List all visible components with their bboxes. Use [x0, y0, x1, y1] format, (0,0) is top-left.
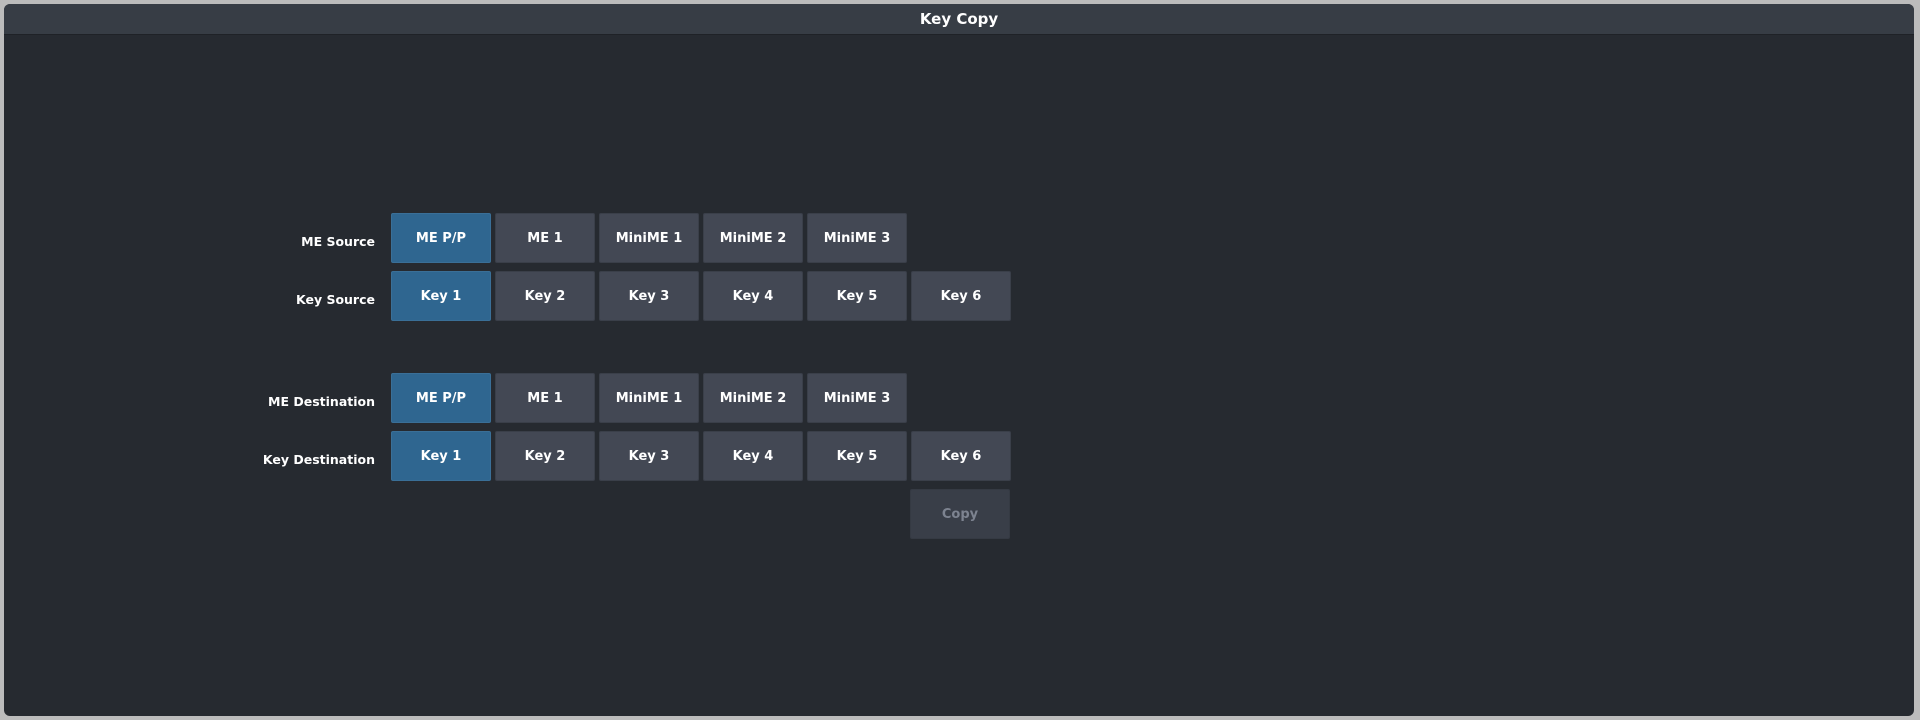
- key-source-button-key-2[interactable]: Key 2: [495, 271, 595, 321]
- key-source-button-key-5[interactable]: Key 5: [807, 271, 907, 321]
- key-source-button-key-3[interactable]: Key 3: [599, 271, 699, 321]
- me-source-label: ME Source: [301, 234, 375, 249]
- key-destination-button-key-6[interactable]: Key 6: [911, 431, 1011, 481]
- me-source-button-minime-2[interactable]: MiniME 2: [703, 213, 803, 263]
- me-destination-button-minime-2[interactable]: MiniME 2: [703, 373, 803, 423]
- me-source-button-minime-3[interactable]: MiniME 3: [807, 213, 907, 263]
- key-destination-label: Key Destination: [262, 452, 375, 467]
- key-source-label: Key Source: [296, 292, 375, 307]
- key-source-button-key-4[interactable]: Key 4: [703, 271, 803, 321]
- me-destination-button-me-pp[interactable]: ME P/P: [391, 373, 491, 423]
- key-source-button-key-1[interactable]: Key 1: [391, 271, 491, 321]
- me-destination-button-minime-3[interactable]: MiniME 3: [807, 373, 907, 423]
- key-destination-button-key-5[interactable]: Key 5: [807, 431, 907, 481]
- key-source-button-key-6[interactable]: Key 6: [911, 271, 1011, 321]
- key-copy-window: Key Copy ME Source ME P/P ME 1 MiniME 1 …: [4, 4, 1914, 716]
- key-destination-button-key-3[interactable]: Key 3: [599, 431, 699, 481]
- window-title: Key Copy: [4, 4, 1914, 35]
- me-source-button-me-1[interactable]: ME 1: [495, 213, 595, 263]
- key-destination-button-key-4[interactable]: Key 4: [703, 431, 803, 481]
- me-source-button-me-pp[interactable]: ME P/P: [391, 213, 491, 263]
- copy-button[interactable]: Copy: [910, 489, 1010, 539]
- me-destination-button-minime-1[interactable]: MiniME 1: [599, 373, 699, 423]
- key-destination-button-key-1[interactable]: Key 1: [391, 431, 491, 481]
- me-destination-button-me-1[interactable]: ME 1: [495, 373, 595, 423]
- me-source-button-minime-1[interactable]: MiniME 1: [599, 213, 699, 263]
- key-destination-button-key-2[interactable]: Key 2: [495, 431, 595, 481]
- me-destination-label: ME Destination: [268, 394, 375, 409]
